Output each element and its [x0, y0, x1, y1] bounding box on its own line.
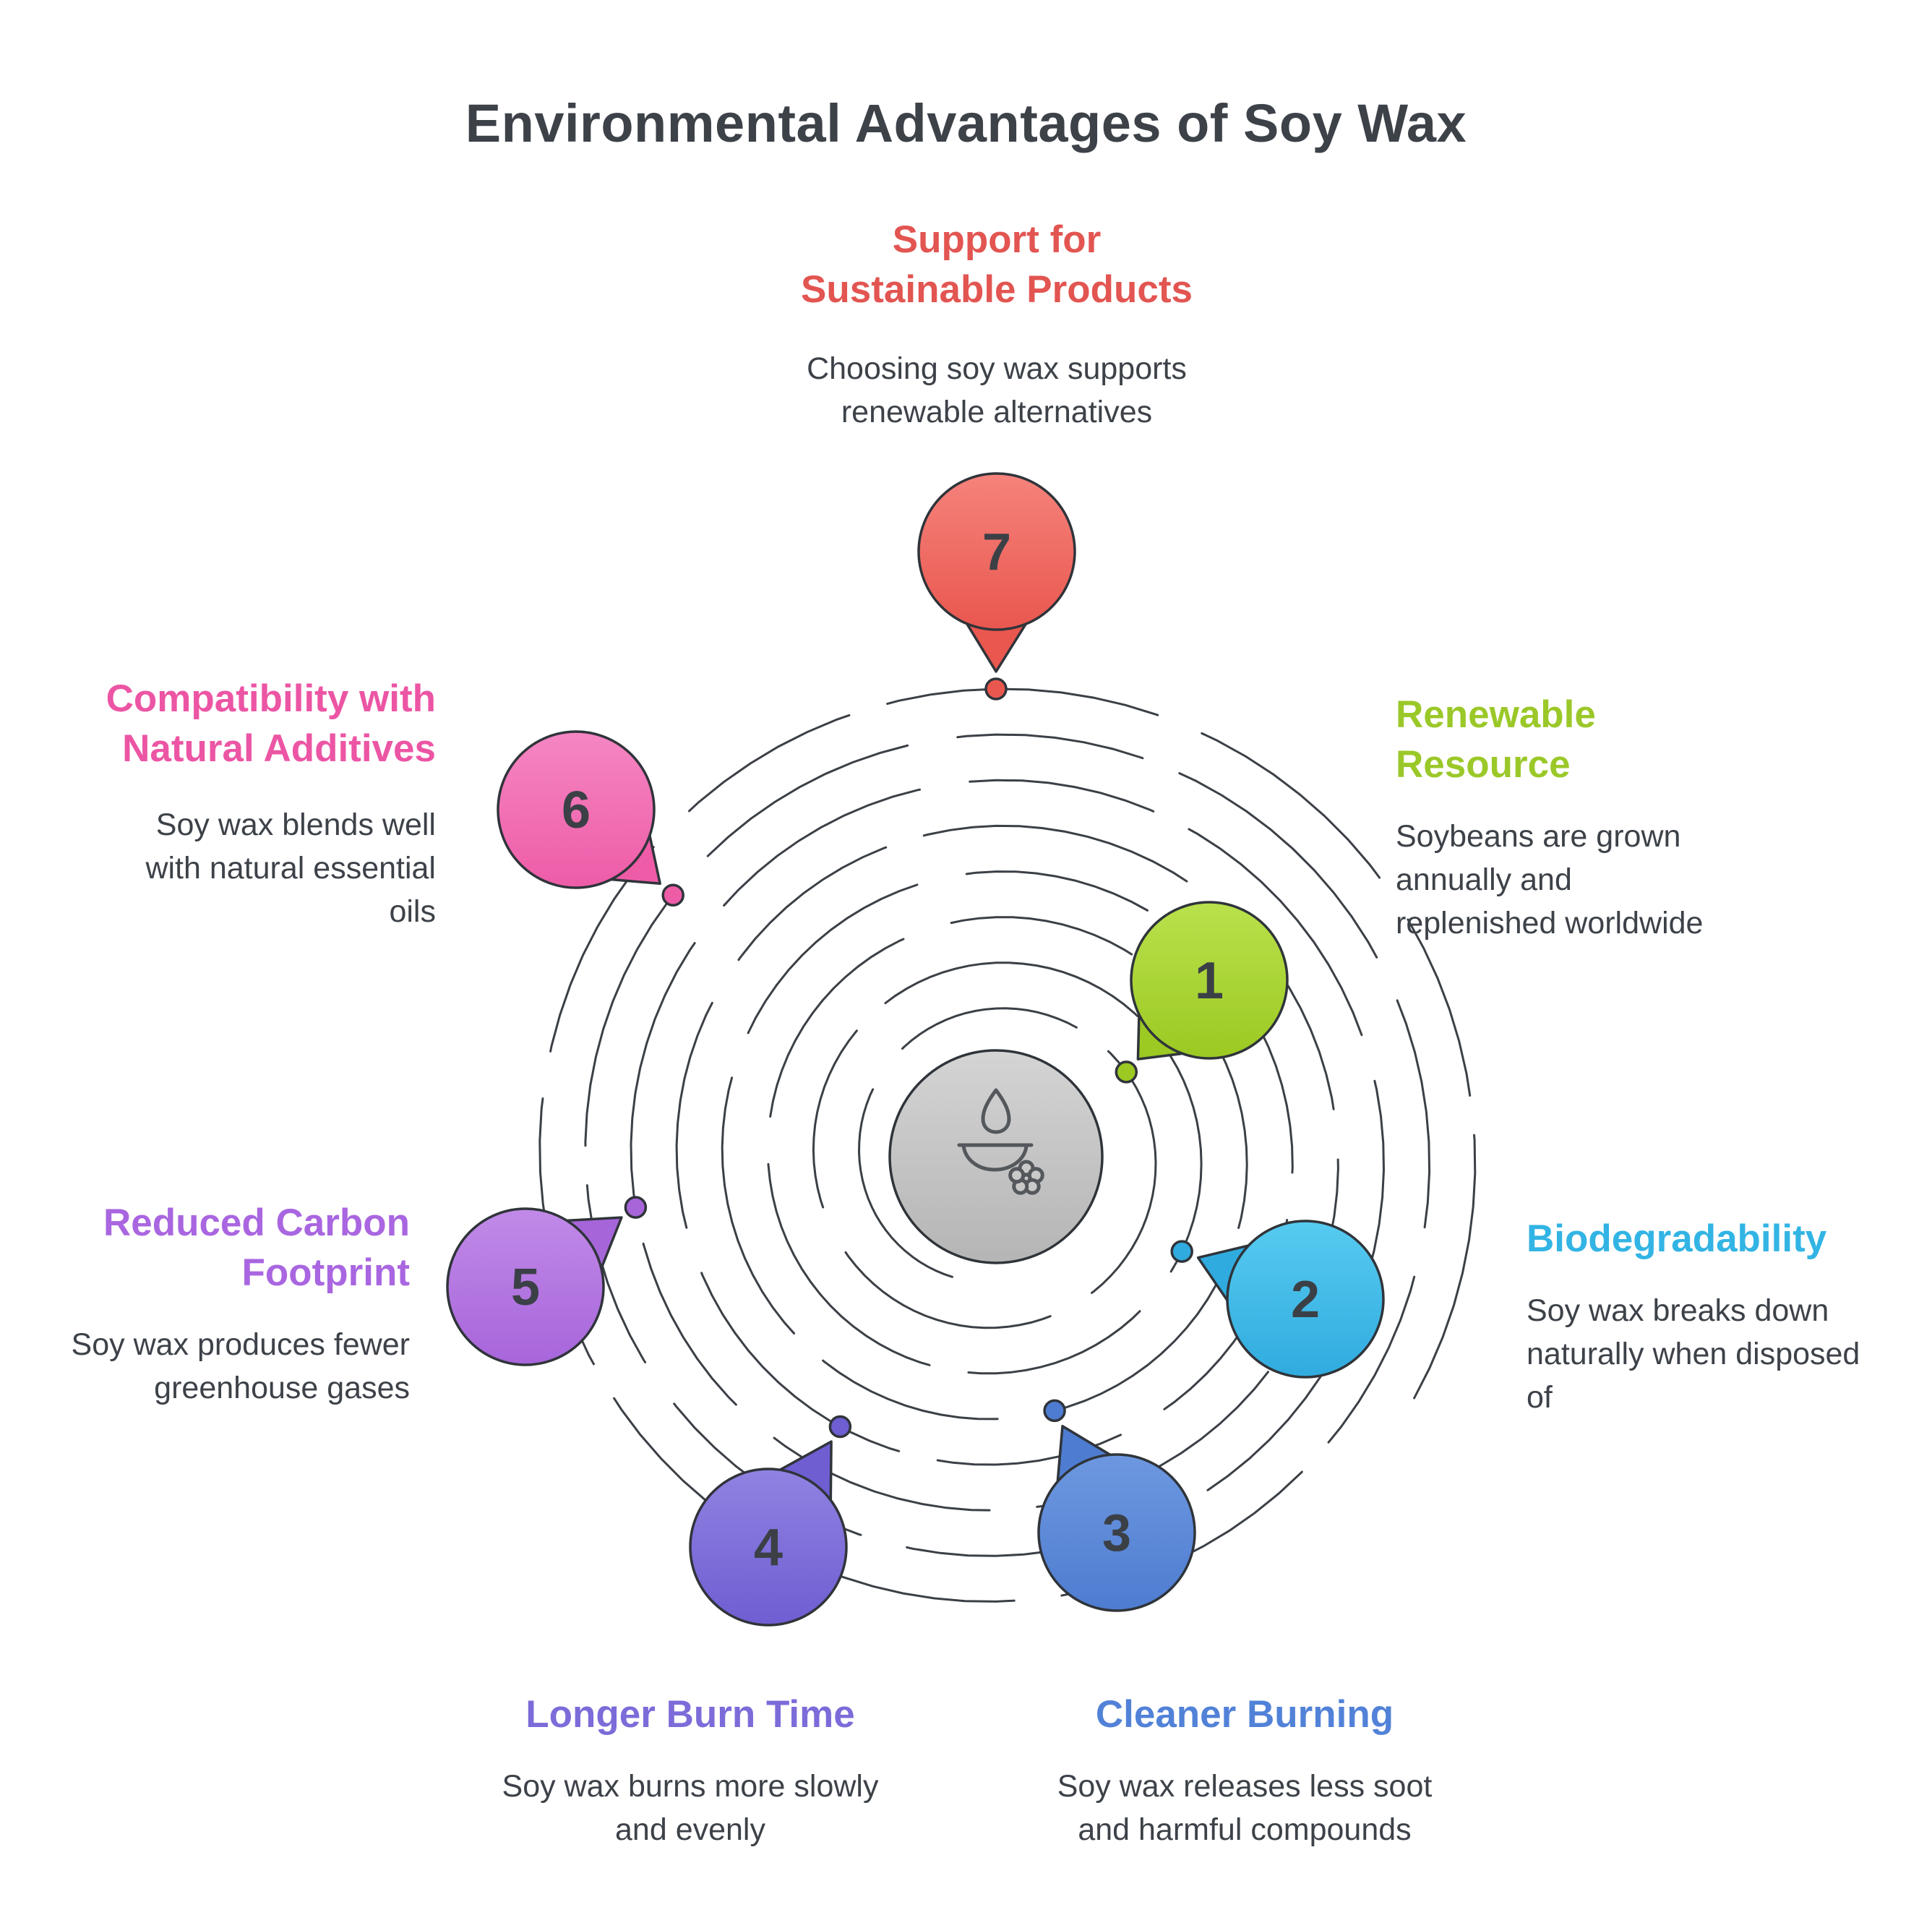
spiral-dot-7: [984, 677, 1008, 701]
item-heading: Compatibility with Natural Additives: [106, 677, 436, 770]
item-heading: Reduced Carbon Footprint: [103, 1201, 410, 1294]
marker-bubble-5: 5: [446, 1207, 623, 1366]
marker-number: 2: [1291, 1271, 1320, 1329]
item-label-reduced-carbon-footprint: Reduced Carbon Footprint Soy wax produce…: [72, 1199, 410, 1410]
item-description: Soy wax burns more slowly and evenly: [502, 1768, 879, 1848]
bubble-circle: [689, 1468, 848, 1627]
spiral-dot-3: [1043, 1399, 1066, 1423]
flower-icon: [1008, 1160, 1044, 1195]
spiral-dot-1: [1115, 1061, 1138, 1084]
bubble-circle: [497, 730, 656, 889]
flame-icon: [981, 1088, 1011, 1134]
item-label-longer-burn-time: Longer Burn Time Soy wax burns more slow…: [365, 1690, 1016, 1851]
bubble-circle: [1226, 1220, 1385, 1379]
item-label-biodegradability: Biodegradability Soy wax breaks down nat…: [1527, 1214, 1931, 1419]
marker-number: 4: [754, 1519, 783, 1577]
marker-number: 3: [1102, 1504, 1131, 1562]
spiral-dot-6: [661, 883, 684, 907]
center-circle: [888, 1049, 1104, 1264]
marker-bubble-3: 3: [1037, 1424, 1196, 1612]
bubble-circle: [446, 1207, 605, 1366]
bubble-circle: [1130, 901, 1289, 1060]
item-label-compatibility-natural-additives: Compatibility with Natural Additives Soy…: [106, 674, 436, 933]
item-heading: Support for Sustainable Products: [801, 218, 1193, 311]
item-heading: Cleaner Burning: [1095, 1693, 1394, 1736]
item-description: Soybeans are grown annually and replenis…: [1396, 818, 1704, 941]
item-description: Soy wax breaks down naturally when dispo…: [1527, 1293, 1860, 1415]
candle-flower-icon: [957, 1088, 1044, 1195]
item-heading: Renewable Resource: [1396, 693, 1596, 786]
marker-number: 7: [982, 523, 1011, 581]
item-label-renewable-resource: Renewable Resource Soybeans are grown an…: [1396, 690, 1873, 945]
item-description: Soy wax releases less soot and harmful c…: [1057, 1768, 1433, 1848]
item-label-cleaner-burning: Cleaner Burning Soy wax releases less so…: [919, 1690, 1570, 1851]
marker-number: 5: [511, 1259, 540, 1316]
bubble-circle: [917, 472, 1076, 631]
item-heading: Longer Burn Time: [525, 1693, 855, 1736]
item-heading: Biodegradability: [1527, 1217, 1827, 1260]
spiral-dot-2: [1170, 1240, 1193, 1263]
candle-bowl-icon: [961, 1143, 1029, 1172]
marker-bubble-2: 2: [1196, 1220, 1385, 1379]
item-description: Soy wax blends well with natural essenti…: [145, 807, 436, 930]
marker-number: 1: [1195, 952, 1224, 1010]
marker-bubble-4: 4: [689, 1440, 848, 1627]
item-label-support-sustainable-products: Support for Sustainable Products Choosin…: [621, 215, 1373, 434]
marker-bubble-7: 7: [917, 472, 1076, 673]
bubble-circle: [1037, 1453, 1196, 1612]
spiral-dot-4: [828, 1415, 852, 1439]
spiral-dot-5: [624, 1196, 648, 1219]
page-title: Environmental Advantages of Soy Wax: [465, 93, 1467, 153]
marker-bubble-6: 6: [497, 730, 661, 889]
spiral-path: [538, 687, 1477, 1603]
item-description: Soy wax produces fewer greenhouse gases: [71, 1327, 410, 1405]
item-description: Choosing soy wax supports renewable alte…: [807, 351, 1187, 429]
marker-number: 6: [562, 781, 591, 839]
marker-bubble-1: 1: [1130, 901, 1289, 1061]
